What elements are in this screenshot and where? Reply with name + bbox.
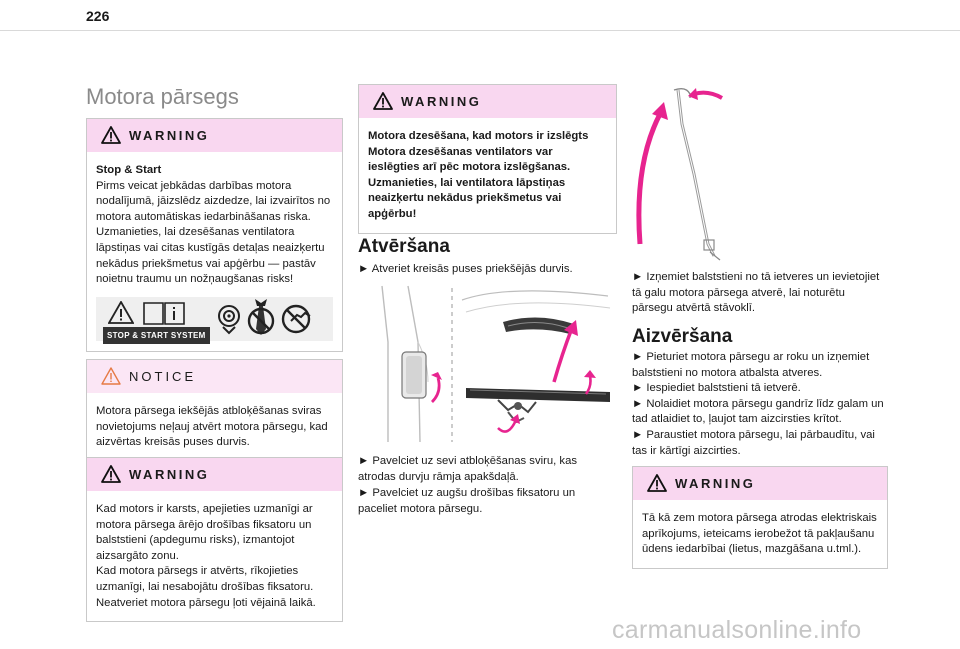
warning-box-hot-engine: WARNING Kad motors ir karsts, apejieties… (86, 457, 343, 623)
illustration-hood-release (358, 282, 616, 444)
warning-label: WARNING (401, 94, 482, 109)
warning-text: Tā kā zem motora pārsega atrodas elektri… (642, 512, 877, 556)
warning-triangle-icon (647, 474, 667, 492)
stop-start-icons: STOP & START SYSTEM (96, 296, 333, 345)
warning-text: Kad motors ir karsts, apejieties uzmanīg… (96, 503, 313, 562)
step-check-hood: ► Paraustiet motora pārsegu, lai pārbaud… (632, 428, 875, 457)
stop-start-system-label: STOP & START SYSTEM (103, 326, 210, 345)
closing-steps: ► Pieturiet motora pārsegu ar roku un iz… (632, 350, 884, 459)
top-divider (0, 30, 960, 31)
warning-label: WARNING (129, 128, 210, 143)
section-title-closing: Aizvēršana (632, 326, 733, 347)
step-hold-hood: ► Pieturiet motora pārsegu ar roku un iz… (632, 351, 870, 379)
warning-triangle-icon (108, 300, 134, 324)
warning-triangle-icon (101, 465, 121, 483)
warning-text: Kad motora pārsegs ir atvērts, rīkojieti… (96, 565, 314, 593)
warning-text: Motora dzesēšana, kad motors ir izslēgts… (368, 130, 589, 220)
warning-label: WARNING (675, 476, 756, 491)
fan-icon (217, 302, 241, 336)
warning-text: Pirms veicat jebkādas darbības motora no… (96, 179, 331, 286)
warning-label: WARNING (129, 467, 210, 482)
warning-header: WARNING (633, 467, 887, 500)
illustration-prop-rod (630, 84, 750, 264)
notice-text: Motora pārsega iekšējās atbloķēšanas svi… (96, 405, 328, 449)
warning-triangle-icon (373, 92, 393, 110)
step-insert-prop-rod: ► Izņemiet balststieni no tā ietveres un… (632, 271, 880, 315)
warning-box-stop-start: WARNING Stop & Start Pirms veicat jebkād… (86, 118, 343, 352)
warning-triangle-icon (101, 126, 121, 144)
no-tie-icon (246, 297, 276, 339)
step-open-door: ► Atveriet kreisās puses priekšējās durv… (358, 263, 573, 275)
step-stow-rod: ► Iespiediet balststieni tā ietverē. (632, 382, 801, 395)
warning-text: Neatveriet motora pārsegu ļoti vējainā l… (96, 596, 316, 609)
warning-subtitle: Stop & Start (96, 164, 162, 176)
warning-box-cooling: WARNING Motora dzesēšana, kad motors ir … (358, 84, 617, 234)
step-lower-hood: ► Nolaidiet motora pārsegu gandrīz līdz … (632, 397, 884, 426)
notice-box: NOTICE Motora pārsega iekšējās atbloķēša… (86, 359, 343, 462)
page-title: Motora pārsegs (86, 84, 239, 109)
warning-header: WARNING (359, 85, 616, 118)
watermark: carmanualsonline.info (612, 616, 862, 644)
step-lift-hood: ► Pavelciet uz augšu drošības fiksatoru … (358, 487, 576, 515)
manual-book-icon (142, 300, 186, 326)
warning-header: WARNING (87, 119, 342, 152)
step-pull-lever: ► Pavelciet uz sevi atbloķēšanas sviru, … (358, 455, 578, 483)
warning-header: WARNING (87, 458, 342, 491)
section-title-opening: Atvēršana (358, 236, 450, 257)
notice-header: NOTICE (87, 360, 342, 393)
notice-label: NOTICE (129, 369, 197, 384)
page-number: 226 (86, 8, 110, 24)
notice-triangle-icon (101, 367, 121, 385)
warning-box-electrical: WARNING Tā kā zem motora pārsega atrodas… (632, 466, 888, 569)
no-hands-icon (280, 303, 314, 335)
